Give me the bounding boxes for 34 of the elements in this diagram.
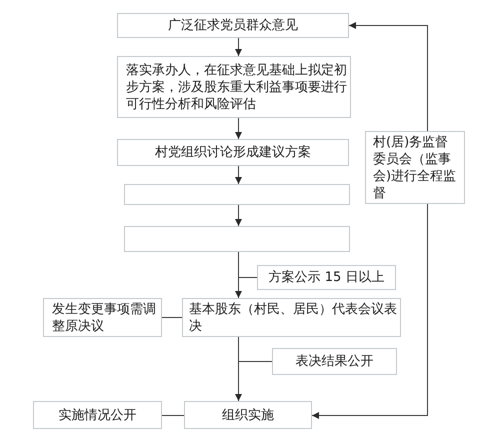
connector-line	[238, 277, 258, 278]
step-text: 发生变更事项需调整原决议	[52, 300, 157, 334]
step-text: 村(居)务监督委员会（监事会)进行全程监督	[373, 134, 458, 202]
step-text: 落实承办人，在征求意见基础上拟定初步方案，涉及股东重大利益事项要进行可行性分析和风险评估	[126, 62, 348, 112]
connector-line	[238, 361, 272, 362]
process-box	[117, 56, 351, 118]
arrow	[235, 38, 242, 56]
process-box	[182, 298, 401, 337]
connector-line	[162, 415, 184, 416]
arrow	[312, 204, 428, 419]
arrow	[348, 22, 428, 132]
process-box	[257, 265, 396, 290]
step-text: 组织实施	[222, 406, 274, 424]
arrow	[235, 204, 242, 226]
arrow	[235, 252, 242, 298]
process-box	[272, 348, 397, 375]
step-text: 村党组织讨论形成建议方案	[155, 144, 311, 161]
step-text: 表决结果公开	[296, 353, 374, 370]
step-text: 方案公示 15 日以上	[268, 269, 384, 286]
process-box	[117, 13, 349, 38]
process-box	[124, 184, 350, 205]
step-text: 广泛征求党员群众意见	[168, 17, 298, 34]
connector-line	[162, 317, 182, 318]
process-box	[43, 298, 162, 337]
process-box	[124, 226, 350, 252]
process-box	[117, 139, 349, 166]
arrow	[235, 118, 242, 140]
process-box	[33, 401, 162, 429]
process-box	[184, 401, 312, 429]
step-text: 基本股东（村民、居民）代表会议表决	[189, 300, 398, 334]
arrow	[235, 166, 242, 184]
arrow	[235, 336, 242, 402]
step-text: 实施情况公开	[58, 406, 136, 424]
process-box	[365, 131, 465, 204]
